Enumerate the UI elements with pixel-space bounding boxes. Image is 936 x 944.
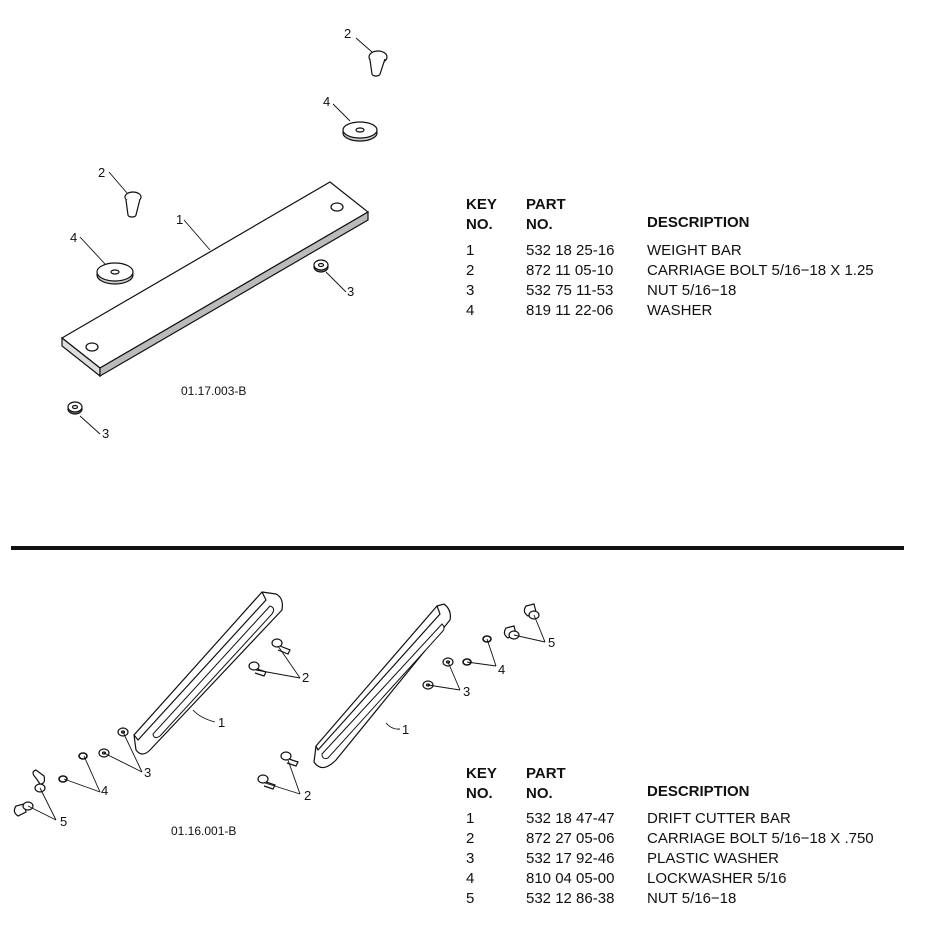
key-cell: 5 [466, 890, 475, 907]
description-cell: WEIGHT BAR [647, 242, 742, 259]
callout-5: 5 [548, 635, 555, 650]
callout-1: 1 [176, 212, 183, 227]
callout-2: 2 [98, 165, 105, 180]
plastic-washer-part [98, 727, 129, 758]
key-cell: 4 [466, 302, 475, 319]
washer-part [342, 121, 378, 142]
header-part: PART NO. [526, 196, 566, 233]
callout-3: 3 [347, 284, 354, 299]
key-cell: 3 [466, 282, 475, 299]
callout-2: 2 [302, 670, 309, 685]
lockwasher-part [462, 635, 492, 666]
part-cell: 819 11 22-06 [526, 302, 614, 319]
callout-5: 5 [60, 814, 67, 829]
part-cell: 532 18 47-47 [526, 810, 615, 827]
part-cell: 872 11 05-10 [526, 262, 614, 279]
figure-id: 01.16.001-B [171, 824, 237, 838]
description-cell: CARRIAGE BOLT 5/16−18 X 1.25 [647, 262, 874, 279]
callout-1: 1 [402, 722, 409, 737]
section-divider [11, 546, 904, 550]
key-cell: 1 [466, 810, 475, 827]
callout-4: 4 [70, 230, 77, 245]
carriage-bolt-part [368, 50, 388, 77]
key-cell: 2 [466, 830, 475, 847]
part-cell: 532 17 92-46 [526, 850, 615, 867]
weight-bar-part [60, 181, 370, 378]
callout-4: 4 [498, 662, 505, 677]
part-cell: 532 75 11-53 [526, 282, 614, 299]
lockwasher-part [58, 752, 88, 783]
description-cell: WASHER [647, 302, 713, 319]
key-cell: 4 [466, 870, 475, 887]
leader-lines [27, 614, 546, 821]
header-description: DESCRIPTION [647, 214, 750, 231]
wing-nut-part [13, 769, 46, 817]
header-part: PART NO. [526, 765, 566, 802]
description-cell: LOCKWASHER 5/16 [647, 870, 787, 887]
description-cell: NUT 5/16−18 [647, 890, 737, 907]
carriage-bolt-part [257, 751, 299, 790]
callout-3: 3 [144, 765, 151, 780]
carriage-bolt-part [124, 191, 142, 218]
description-cell: CARRIAGE BOLT 5/16−18 X .750 [647, 830, 874, 847]
callout-4: 4 [323, 94, 330, 109]
description-cell: PLASTIC WASHER [647, 850, 779, 867]
washer-part [96, 262, 134, 285]
header-key: KEY NO. [466, 765, 497, 802]
part-cell: 810 04 05-00 [526, 870, 615, 887]
part-cell: 532 18 25-16 [526, 242, 615, 259]
header-key: KEY NO. [466, 196, 497, 233]
description-cell: NUT 5/16−18 [647, 282, 737, 299]
parts-list-drift-cutter: KEY NO. PART NO. DESCRIPTION 1 532 18 47… [466, 764, 916, 924]
drift-cutter-bar-part [133, 591, 283, 755]
nut-part [313, 259, 329, 273]
callout-1: 1 [218, 715, 225, 730]
callout-4: 4 [101, 783, 108, 798]
nut-part [67, 401, 83, 415]
part-cell: 532 12 86-38 [526, 890, 615, 907]
wing-nut-part [503, 603, 540, 640]
callout-3: 3 [102, 426, 109, 441]
drift-cutter-diagram: 2 1 2 1 3 4 5 3 4 5 01.16.001-B [0, 580, 600, 850]
weight-bar-diagram: 2 4 2 1 4 3 3 01.17.003-B [0, 0, 440, 470]
key-cell: 2 [466, 262, 475, 279]
callout-2: 2 [344, 26, 351, 41]
figure-id: 01.17.003-B [181, 384, 247, 398]
carriage-bolt-part [248, 638, 291, 677]
description-cell: DRIFT CUTTER BAR [647, 810, 791, 827]
key-cell: 1 [466, 242, 475, 259]
header-description: DESCRIPTION [647, 783, 750, 800]
drift-cutter-bar-part [313, 603, 451, 769]
key-cell: 3 [466, 850, 475, 867]
callout-3: 3 [463, 684, 470, 699]
leader-lines [79, 37, 373, 435]
callout-2: 2 [304, 788, 311, 803]
part-cell: 872 27 05-06 [526, 830, 615, 847]
parts-list-weight-bar: KEY NO. PART NO. DESCRIPTION 1 532 18 25… [466, 195, 916, 330]
